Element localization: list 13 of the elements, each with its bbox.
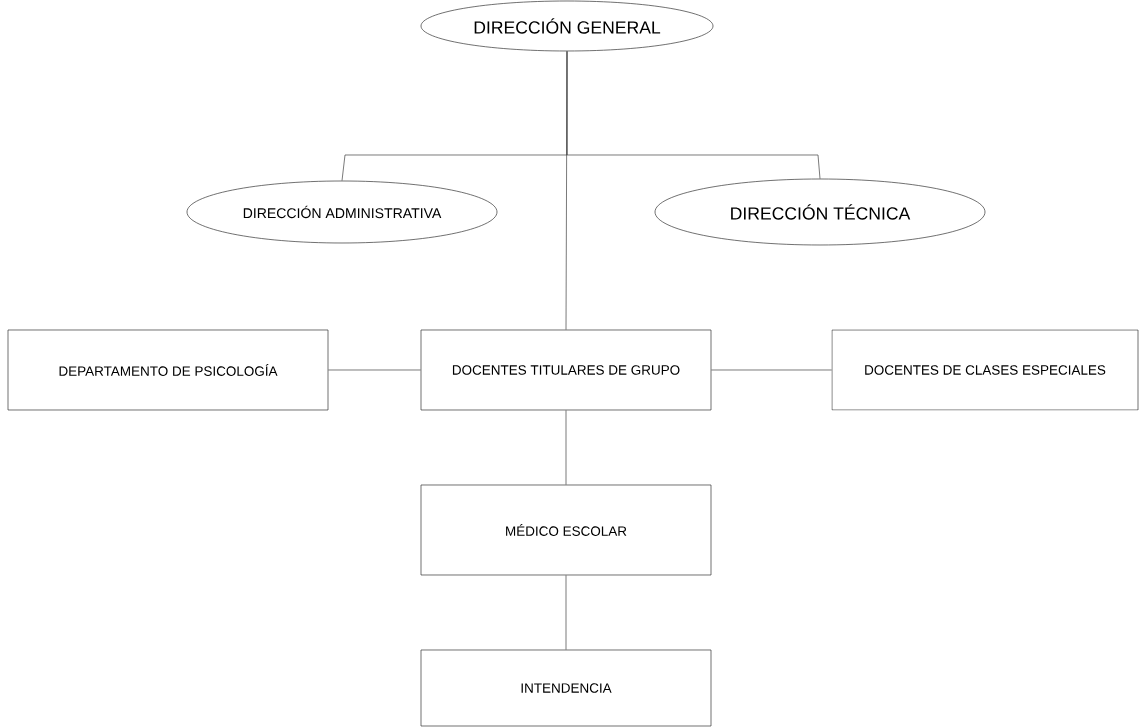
org-box: MÉDICO ESCOLAR <box>420 484 712 576</box>
connector-line <box>565 410 567 485</box>
connector-line <box>565 575 567 650</box>
oval-node: DIRECCIÓN GENERAL <box>420 0 714 52</box>
oval-node: DIRECCIÓN TÉCNICA <box>654 178 986 246</box>
org-box: DEPARTAMENTO DE PSICOLOGÍA <box>7 329 329 411</box>
org-box: DOCENTES DE CLASES ESPECIALES <box>831 329 1139 411</box>
connector-line <box>711 369 832 371</box>
oval-node: DIRECCIÓN ADMINISTRATIVA <box>186 180 498 244</box>
org-box: DOCENTES TITULARES DE GRUPO <box>420 329 712 411</box>
connector-line <box>565 51 568 330</box>
connector-line <box>328 369 421 371</box>
org-box: INTENDENCIA <box>420 649 712 727</box>
